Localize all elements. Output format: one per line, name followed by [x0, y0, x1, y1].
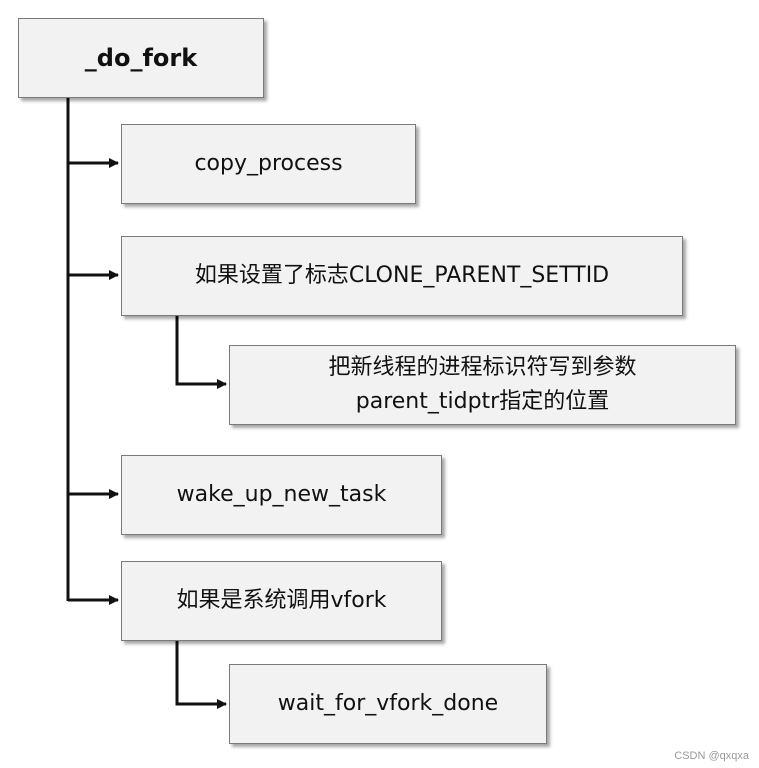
node-vfork-check-label: 如果是系统调用vfork	[176, 588, 387, 613]
node-clone-parent-settid-check: 如果设置了标志CLONE_PARENT_SETTID	[121, 236, 683, 316]
node-write-tid: 把新线程的进程标识符写到参数 parent_tidptr指定的位置	[229, 345, 736, 425]
node-clone-parent-settid-label: 如果设置了标志CLONE_PARENT_SETTID	[194, 263, 610, 288]
arrow-to-wait-vfork	[175, 640, 227, 709]
node-write-tid-line-2: parent_tidptr指定的位置	[355, 389, 610, 414]
node-wait-for-vfork-done-label: wait_for_vfork_done	[277, 691, 499, 716]
node-wake-up-new-task-label: wake_up_new_task	[176, 482, 387, 507]
arrow-to-write-tid	[175, 315, 227, 389]
node-write-tid-line-1: 把新线程的进程标识符写到参数	[328, 355, 637, 380]
node-wait-for-vfork-done: wait_for_vfork_done	[229, 664, 547, 744]
node-copy-process-label: copy_process	[194, 151, 343, 176]
node-wake-up-new-task: wake_up_new_task	[121, 455, 442, 535]
watermark: CSDN @qxqxa	[674, 750, 749, 762]
node-do-fork-label: _do_fork	[84, 44, 198, 72]
node-copy-process: copy_process	[121, 124, 416, 204]
node-vfork-check: 如果是系统调用vfork	[121, 561, 442, 641]
node-do-fork: _do_fork	[18, 18, 264, 98]
